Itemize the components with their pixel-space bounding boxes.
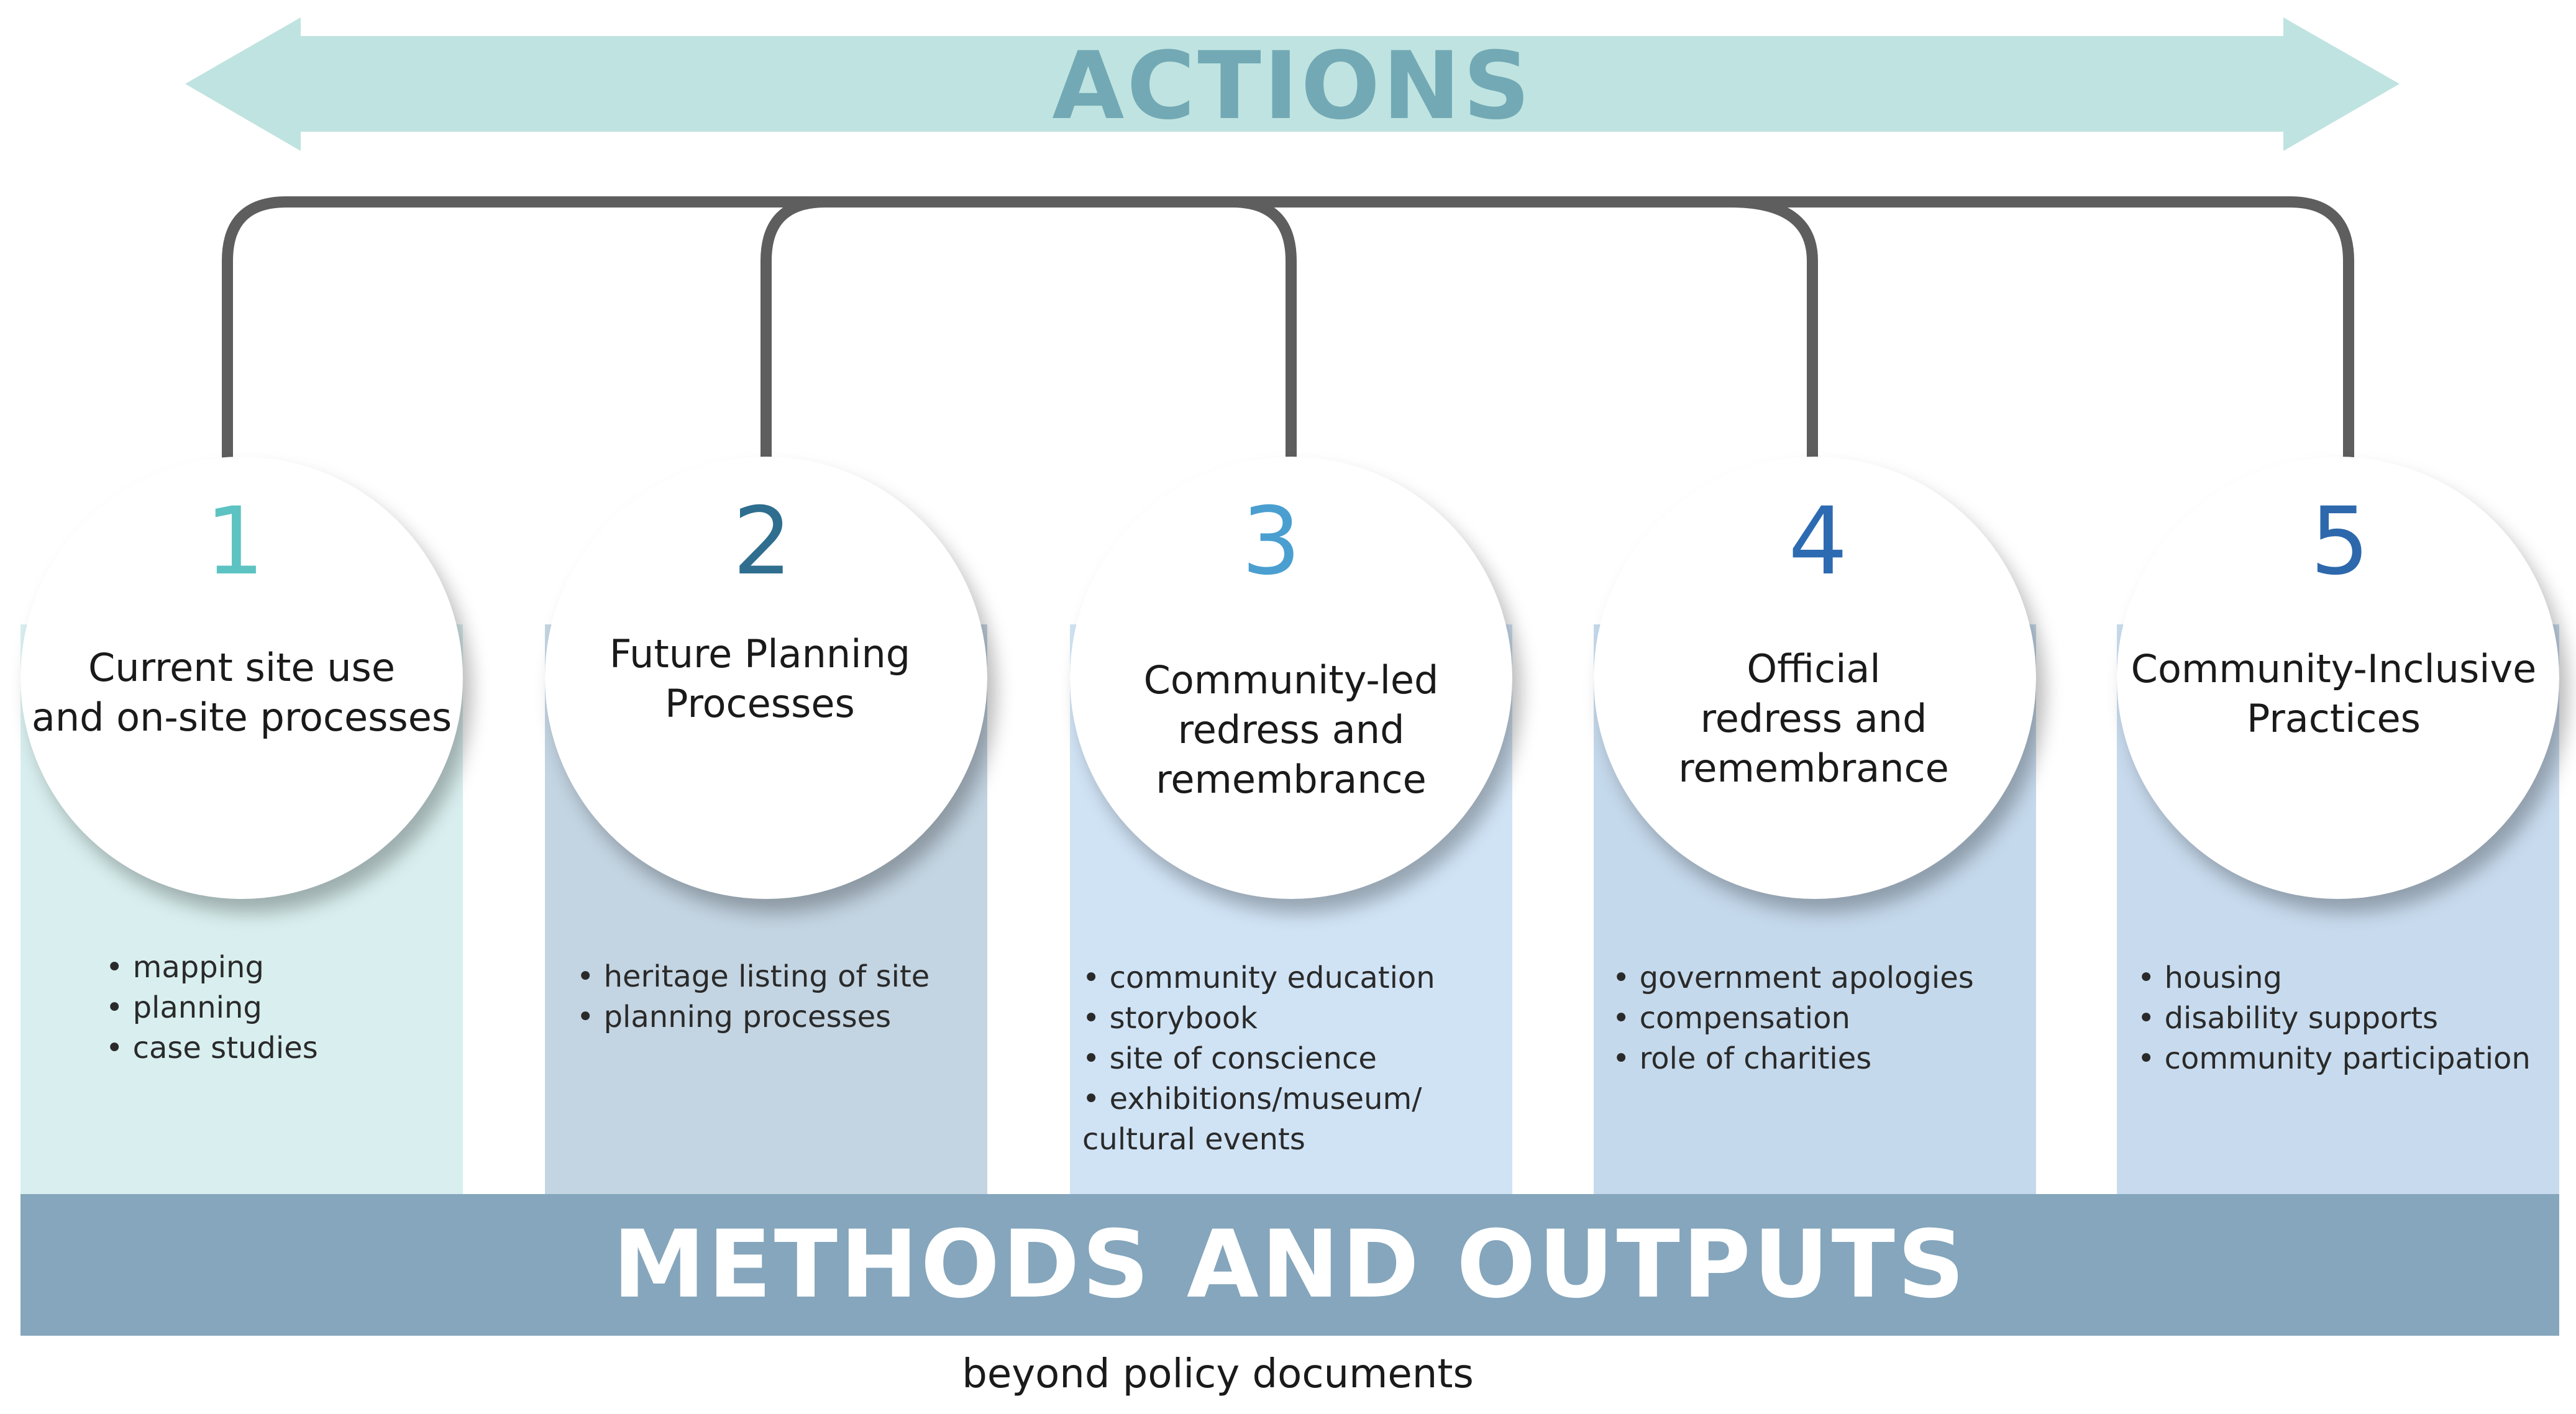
connector-brackets: [222, 196, 2354, 460]
step-1-circle: [21, 457, 463, 899]
step-3-bullet-2: storybook: [1082, 998, 1435, 1039]
step-3-circle: [1070, 457, 1512, 899]
methods-label: METHODS AND OUTPUTS: [613, 1211, 1967, 1319]
step-3-title: Community-led redress and remembrance: [1143, 657, 1439, 802]
step-2-bullets: heritage listing of site planning proces…: [577, 957, 930, 1038]
step-2-bullet-1: heritage listing of site: [577, 957, 930, 997]
step-5-bullet-1: housing: [2137, 958, 2531, 998]
actions-double-arrow: [185, 17, 2400, 151]
step-1-bullet-2: planning: [106, 988, 318, 1028]
step-1-bullet-1: mapping: [106, 947, 318, 988]
step-3-bullets: community education storybook site of co…: [1082, 958, 1435, 1160]
step-4-bullet-3: role of charities: [1612, 1039, 1974, 1079]
step-1-bullet-3: case studies: [106, 1028, 318, 1069]
step-1-bullets: mapping planning case studies: [106, 947, 318, 1069]
step-3-bullet-1: community education: [1082, 958, 1435, 998]
step-2-bullet-2: planning processes: [577, 997, 929, 1038]
step-4-number: 4: [1788, 488, 1848, 596]
step-4-bullet-1: government apologies: [1612, 958, 1974, 998]
step-1-title: Current site use and on-site processes: [31, 645, 452, 740]
step-3-bullet-3: site of conscience: [1082, 1039, 1435, 1079]
step-5-number: 5: [2310, 488, 2370, 596]
step-3-number: 3: [1241, 488, 1301, 596]
step-3-bullet-4: exhibitions/museum/ cultural events: [1082, 1079, 1430, 1160]
step-5-title: Community-Inclusive Practices: [2131, 646, 2537, 741]
connector-drop-4: [1730, 196, 1818, 460]
step-2-number: 2: [733, 488, 792, 596]
step-5-circle: [2117, 457, 2559, 899]
step-5-bullet-2: disability supports: [2137, 998, 2531, 1039]
connector-bracket-1-5: [222, 196, 2354, 460]
step-4-bullet-2: compensation: [1612, 998, 1974, 1039]
actions-label: ACTIONS: [1052, 32, 1532, 140]
methods-banner: [21, 1194, 2559, 1336]
actions-graphic: ACTIONS: [185, 17, 2400, 460]
step-4-bullets: government apologies compensation role o…: [1612, 958, 1974, 1079]
step-1-number: 1: [205, 488, 265, 596]
methods-sublabel: beyond policy documents: [962, 1351, 1474, 1397]
step-2-circle: [545, 457, 987, 899]
step-4-title: Official redress and remembrance: [1678, 646, 1949, 791]
step-4-circle: [1594, 457, 2036, 899]
step-5-bullet-3: community participation: [2137, 1039, 2531, 1079]
connector-bracket-2-3: [760, 196, 1297, 460]
step-5-bullets: housing disability supports community pa…: [2137, 958, 2531, 1079]
step-2-title: Future Planning Processes: [609, 631, 911, 726]
